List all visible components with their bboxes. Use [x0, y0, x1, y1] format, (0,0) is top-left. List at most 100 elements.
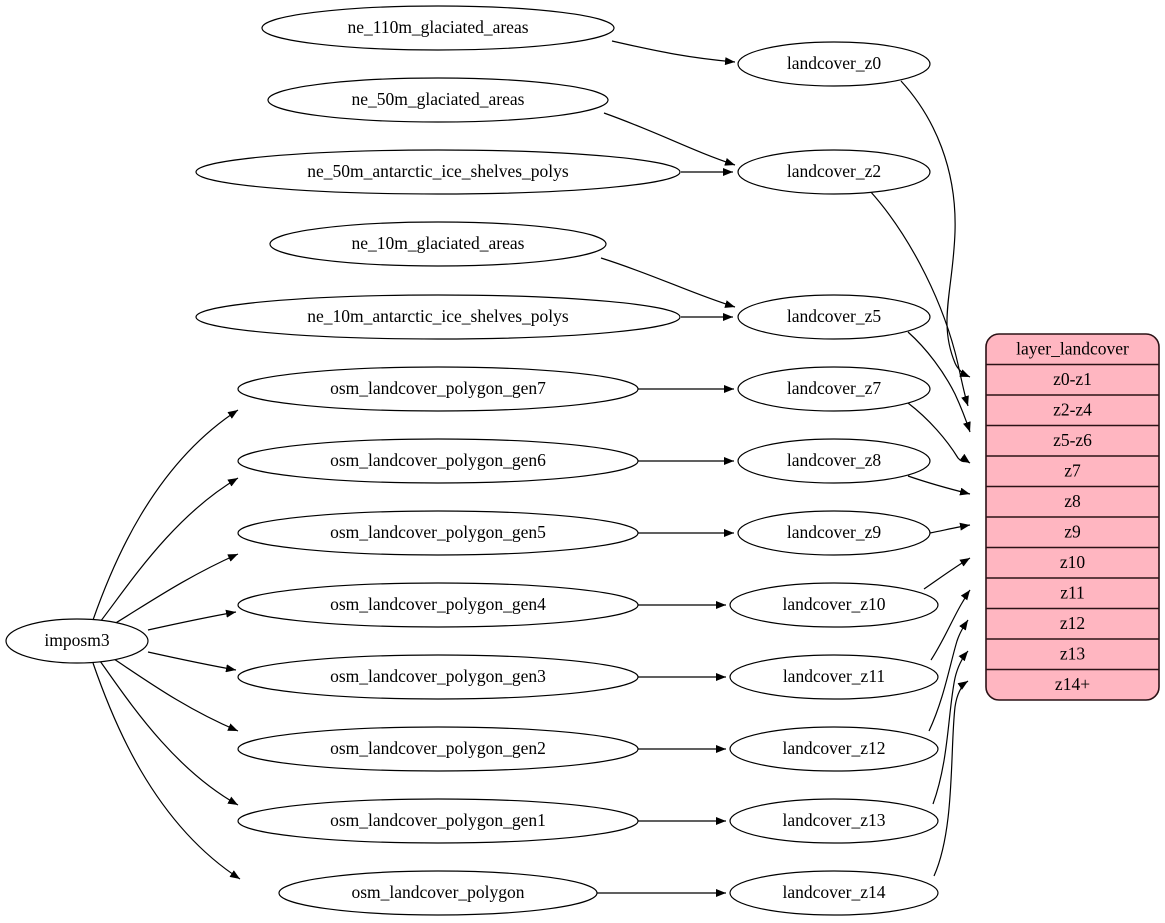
- edges-layer: [92, 40, 971, 897]
- node-shape-ellipse: [5, 618, 149, 664]
- edge-imposm3-to-gen2: [113, 658, 239, 732]
- table-row-z7[interactable]: z7: [986, 455, 1159, 480]
- edge-ne110_gl-to-lc_z0: [611, 40, 736, 66]
- node-shape-ellipse: [237, 366, 639, 412]
- node-lc_z13[interactable]: landcover_z13: [729, 798, 939, 844]
- node-lc_z5[interactable]: landcover_z5: [737, 294, 931, 340]
- node-gen5[interactable]: osm_landcover_polygon_gen5: [237, 510, 639, 556]
- node-label: landcover_z0: [787, 53, 882, 73]
- table-row-label: z10: [1060, 552, 1086, 572]
- node-label: osm_landcover_polygon: [351, 882, 524, 902]
- node-shape-ellipse: [195, 294, 681, 340]
- node-label: landcover_z12: [782, 738, 885, 758]
- node-label: osm_landcover_polygon_gen7: [330, 378, 546, 398]
- table-row-label: z5-z6: [1053, 430, 1092, 450]
- node-shape-ellipse: [737, 510, 931, 556]
- node-shape-ellipse: [195, 149, 681, 195]
- table-row-z2-z4[interactable]: z2-z4: [986, 394, 1159, 419]
- table-row-label: z11: [1060, 582, 1085, 602]
- table-row-label: z12: [1060, 613, 1085, 633]
- node-label: landcover_z11: [783, 666, 885, 686]
- edge-lc_z12-to-row_z12: [928, 619, 969, 732]
- edge-ne10_gl-to-lc_z5: [600, 257, 736, 308]
- node-shape-ellipse: [729, 870, 939, 916]
- edge-lc_z14-to-row_z14: [933, 680, 969, 877]
- table-row-z13[interactable]: z13: [986, 638, 1159, 663]
- node-gen2[interactable]: osm_landcover_polygon_gen2: [237, 726, 639, 772]
- node-lc_z0[interactable]: landcover_z0: [737, 41, 931, 87]
- node-ne50_ant[interactable]: ne_50m_antarctic_ice_shelves_polys: [195, 149, 681, 195]
- node-shape-ellipse: [237, 438, 639, 484]
- node-gen3[interactable]: osm_landcover_polygon_gen3: [237, 654, 639, 700]
- node-shape-ellipse: [737, 149, 931, 195]
- table-row-z9[interactable]: z9: [986, 516, 1159, 541]
- table-row-z14plus[interactable]: z14+: [986, 668, 1159, 694]
- table-row-label: z9: [1064, 521, 1081, 541]
- node-label: osm_landcover_polygon_gen2: [330, 738, 546, 758]
- node-shape-ellipse: [237, 582, 639, 628]
- table-row-z0-z1[interactable]: z0-z1: [986, 363, 1159, 389]
- table-row-z11[interactable]: z11: [986, 577, 1159, 602]
- edge-imposm3-to-gen7: [92, 409, 239, 621]
- node-ne10_gl[interactable]: ne_10m_glaciated_areas: [269, 221, 607, 267]
- edge-lc_z8-to-row_z8: [907, 475, 971, 496]
- node-lc_z11[interactable]: landcover_z11: [729, 654, 939, 700]
- node-imposm3[interactable]: imposm3: [5, 618, 149, 664]
- table-border: [985, 333, 1160, 701]
- nodes-layer: ne_110m_glaciated_areas ne_50m_glaciated_…: [5, 5, 939, 916]
- node-label: osm_landcover_polygon_gen1: [330, 810, 546, 830]
- table-row-label: z2-z4: [1053, 399, 1092, 419]
- node-label: osm_landcover_polygon_gen3: [330, 666, 546, 686]
- node-gen0[interactable]: osm_landcover_polygon: [278, 870, 598, 916]
- node-lc_z9[interactable]: landcover_z9: [737, 510, 931, 556]
- node-ne10_ant[interactable]: ne_10m_antarctic_ice_shelves_polys: [195, 294, 681, 340]
- node-gen4[interactable]: osm_landcover_polygon_gen4: [237, 582, 639, 628]
- table-row-z10[interactable]: z10: [986, 546, 1159, 572]
- table-row-label: z7: [1064, 460, 1081, 480]
- node-gen1[interactable]: osm_landcover_polygon_gen1: [237, 798, 639, 844]
- node-label: landcover_z7: [787, 378, 882, 398]
- node-shape-ellipse: [729, 726, 939, 772]
- node-lc_z14[interactable]: landcover_z14: [729, 870, 939, 916]
- table-row-z5-z6[interactable]: z5-z6: [986, 424, 1159, 450]
- layer-landcover-table[interactable]: layer_landcover z0-z1 z2-z4 z5-z6 z7 z8 z9 z10 z…: [985, 333, 1160, 701]
- node-shape-ellipse: [737, 366, 931, 412]
- edge-lc_z10-to-row_z10: [923, 557, 971, 590]
- edge-lc_z13-to-row_z13: [932, 650, 969, 805]
- node-label: ne_50m_glaciated_areas: [352, 89, 525, 109]
- node-lc_z7[interactable]: landcover_z7: [737, 366, 931, 412]
- node-label: osm_landcover_polygon_gen5: [330, 522, 546, 542]
- edge-lc_z5-to-row_z5z6: [907, 331, 971, 433]
- node-gen7[interactable]: osm_landcover_polygon_gen7: [237, 366, 639, 412]
- node-ne110_gl[interactable]: ne_110m_glaciated_areas: [261, 5, 615, 51]
- edge-imposm3-to-gen5: [113, 553, 239, 625]
- node-lc_z8[interactable]: landcover_z8: [737, 438, 931, 484]
- node-label: ne_110m_glaciated_areas: [347, 17, 528, 37]
- node-shape-ellipse: [278, 870, 598, 916]
- edge-imposm3-to-gen0: [92, 662, 241, 880]
- node-shape-ellipse: [237, 510, 639, 556]
- node-ne50_gl[interactable]: ne_50m_glaciated_areas: [267, 77, 609, 123]
- node-label: landcover_z10: [782, 594, 885, 614]
- node-label: landcover_z9: [787, 522, 882, 542]
- node-label: osm_landcover_polygon_gen4: [330, 594, 546, 614]
- node-gen6[interactable]: osm_landcover_polygon_gen6: [237, 438, 639, 484]
- node-shape-ellipse: [237, 654, 639, 700]
- node-label: ne_10m_antarctic_ice_shelves_polys: [307, 306, 569, 326]
- node-label: ne_50m_antarctic_ice_shelves_polys: [307, 161, 569, 181]
- table-header-label: layer_landcover: [1016, 338, 1129, 358]
- node-shape-ellipse: [237, 798, 639, 844]
- edge-lc_z11-to-row_z11: [930, 589, 971, 661]
- table-row-z12[interactable]: z12: [986, 607, 1159, 633]
- node-shape-ellipse: [729, 582, 939, 628]
- node-lc_z10[interactable]: landcover_z10: [729, 582, 939, 628]
- table-row-label: z8: [1064, 491, 1081, 511]
- node-shape-ellipse: [729, 798, 939, 844]
- table-row-z8[interactable]: z8: [986, 485, 1159, 511]
- edge-imposm3-to-gen4: [147, 609, 237, 631]
- node-lc_z12[interactable]: landcover_z12: [729, 726, 939, 772]
- node-lc_z2[interactable]: landcover_z2: [737, 149, 931, 195]
- node-shape-ellipse: [737, 438, 931, 484]
